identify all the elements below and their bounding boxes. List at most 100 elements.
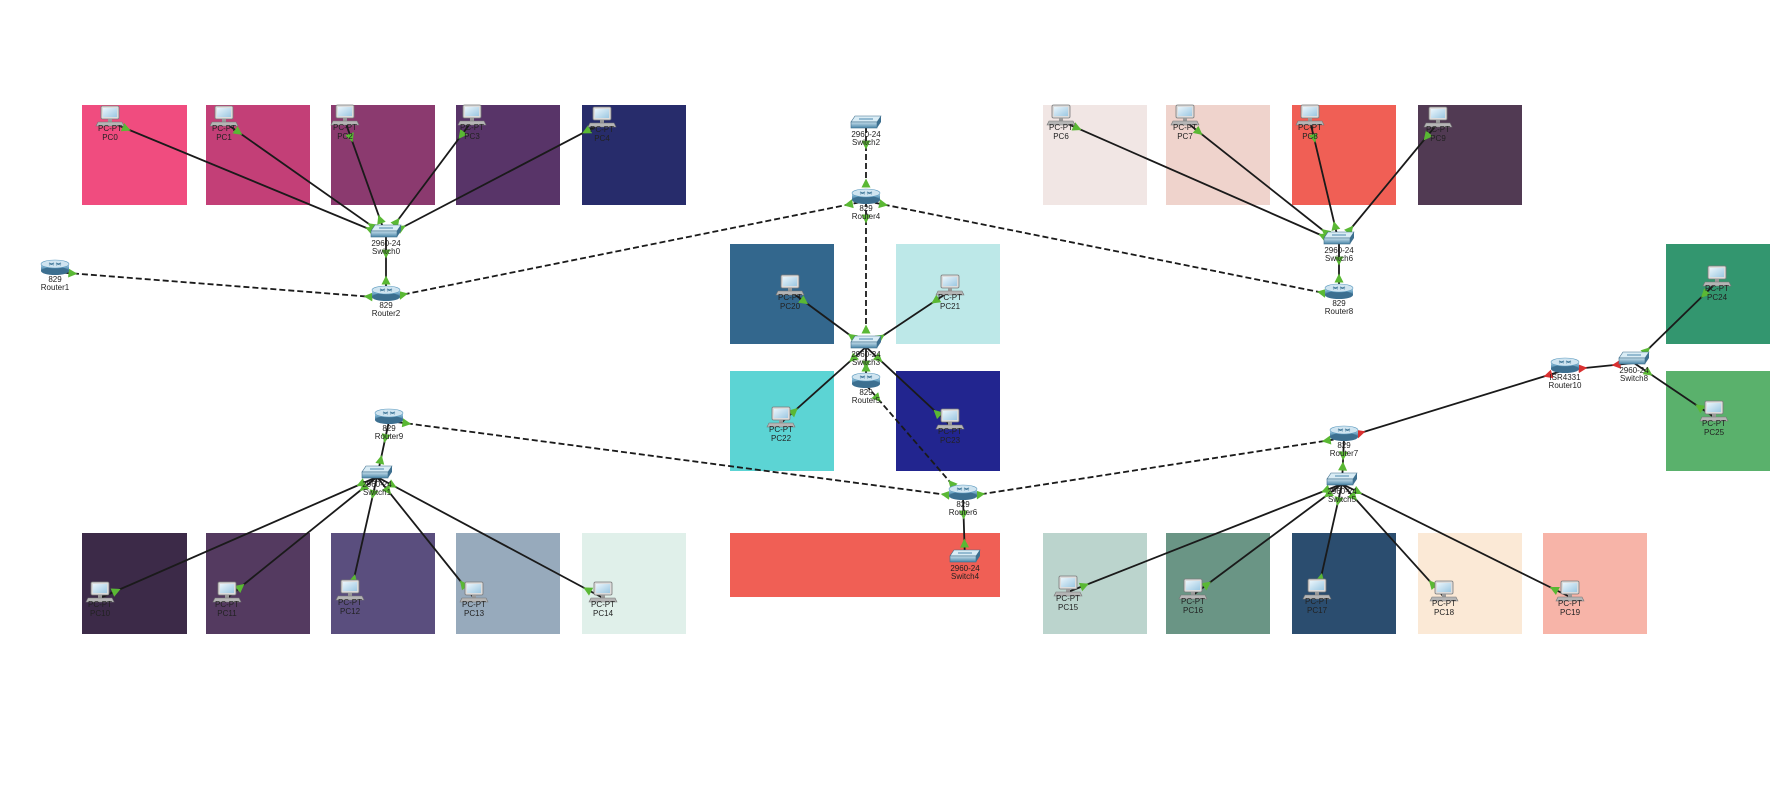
link-switch5-pc18[interactable]: [1341, 483, 1445, 598]
device-model-label: PC-PT: [1558, 599, 1582, 608]
link-router2-router4[interactable]: [385, 200, 867, 299]
link-router7-router10[interactable]: [1343, 369, 1566, 439]
link-router6-router7[interactable]: [962, 437, 1345, 498]
device-model-label: PC-PT: [212, 124, 236, 133]
link-switch5-pc19[interactable]: [1341, 483, 1571, 598]
device-name-label: Router8: [1325, 307, 1354, 316]
zone-z24: [1666, 244, 1770, 344]
port-status-icon: [861, 140, 871, 150]
device-name-label: PC20: [780, 302, 801, 311]
device-name-label: PC24: [1707, 293, 1728, 302]
switch-icon: [949, 549, 981, 563]
link-pc4-switch0[interactable]: [385, 122, 603, 237]
link-switch1-pc14[interactable]: [376, 476, 604, 599]
device-model-label: PC-PT: [769, 425, 793, 434]
pc-icon: [335, 579, 365, 601]
port-status-icon: [1321, 229, 1332, 239]
router-icon: [1550, 357, 1580, 373]
switch-icon: [370, 224, 402, 238]
link-switch1-pc10[interactable]: [99, 476, 378, 599]
port-status-icon: [1334, 496, 1344, 506]
device-name-label: Switch6: [1325, 254, 1354, 263]
device-model-label: 829: [859, 204, 873, 213]
pc-icon: [587, 106, 617, 128]
link-router9-router6[interactable]: [388, 420, 964, 498]
port-status-icon: [849, 352, 859, 362]
port-status-icon: [381, 249, 391, 259]
device-name-label: Switch5: [1328, 495, 1357, 504]
port-status-icon: [1338, 461, 1348, 471]
port-status-icon: [381, 275, 391, 285]
link-pc1-switch0[interactable]: [223, 121, 387, 237]
link-pc6-switch6[interactable]: [1060, 120, 1340, 244]
device-name-label: PC12: [340, 607, 361, 616]
link-switch1-pc11[interactable]: [226, 476, 378, 599]
port-status-icon: [110, 588, 121, 597]
device-name-label: Router2: [372, 309, 401, 318]
link-switch5-pc15[interactable]: [1067, 483, 1343, 593]
link-router1-router2[interactable]: [54, 271, 387, 299]
device-name-label: Router4: [852, 212, 881, 221]
device-name-label: PC7: [1177, 132, 1193, 141]
switch-icon: [1326, 472, 1358, 486]
link-pc3-switch0[interactable]: [385, 120, 473, 237]
link-switch1-pc13[interactable]: [376, 476, 475, 599]
port-status-icon: [940, 490, 951, 500]
device-name-label: PC14: [593, 609, 614, 618]
link-switch5-pc16[interactable]: [1192, 483, 1343, 596]
link-pc9-switch6[interactable]: [1338, 122, 1439, 244]
zone-z8: [1292, 105, 1396, 205]
device-model-label: PC-PT: [333, 123, 357, 132]
device-name-label: Router1: [41, 283, 70, 292]
pc-icon: [1423, 106, 1453, 128]
link-pc7-switch6[interactable]: [1184, 120, 1340, 244]
link-pc0-switch0[interactable]: [109, 121, 387, 237]
pc-icon: [935, 408, 965, 430]
port-status-icon: [377, 214, 386, 225]
link-router5-router6[interactable]: [865, 384, 964, 498]
